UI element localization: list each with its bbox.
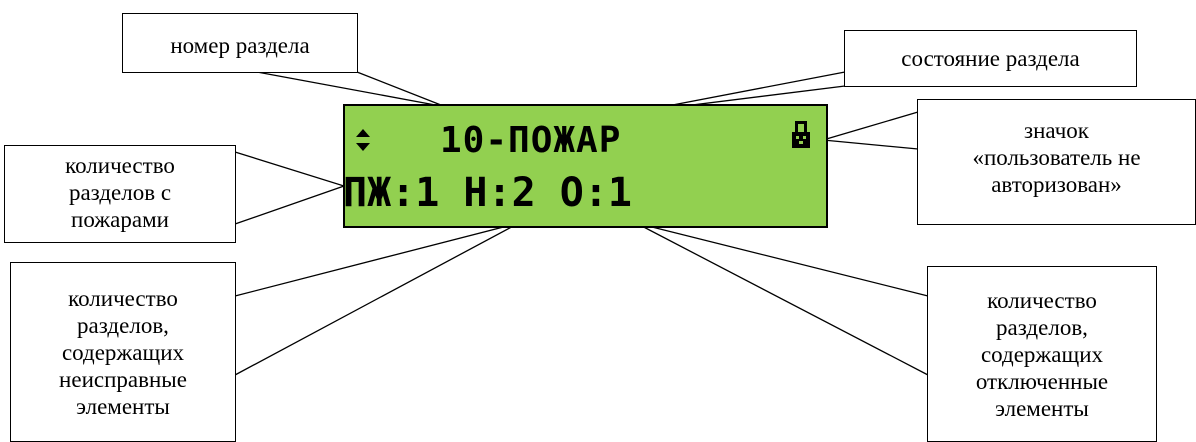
callout-text: содержащих <box>980 342 1104 367</box>
lcd-line1-text: 10-ПОЖАР <box>440 120 622 161</box>
leader-lock-icon <box>822 111 919 150</box>
callout-text: пожарами <box>71 207 169 232</box>
callout-text: авторизован» <box>991 172 1122 197</box>
callout-text: элементы <box>995 396 1089 421</box>
callout-text: количество <box>68 286 178 311</box>
leader-fire-count <box>234 151 347 225</box>
callout-text: разделов, <box>77 313 169 338</box>
callout-text: номер раздела <box>170 33 310 58</box>
callout-text: разделов с <box>68 180 172 205</box>
callout-text: отключенные <box>975 369 1109 394</box>
callout-section-state: состояние раздела <box>844 30 1137 87</box>
callout-disabled-sections-count: количество разделов, содержащих отключен… <box>927 266 1157 442</box>
lcd-line2-text: ПЖ:1 Н:2 О:1 <box>343 170 632 216</box>
leader-disabled-count <box>635 222 929 376</box>
lcd-display: 10-ПОЖАР ПЖ:1 Н:2 О:1 <box>343 104 828 228</box>
callout-text: состояние раздела <box>901 46 1080 71</box>
callout-text: разделов, <box>996 315 1088 340</box>
callout-text: количество <box>987 288 1097 313</box>
callout-text: значок <box>1024 118 1089 143</box>
callout-fire-sections-count: количество разделов с пожарами <box>4 145 236 243</box>
callout-text: элементы <box>76 394 170 419</box>
callout-text: количество <box>65 153 175 178</box>
callout-text: «пользователь не <box>972 145 1141 170</box>
callout-text: неисправные <box>59 367 187 392</box>
callout-section-number: номер раздела <box>122 13 358 73</box>
callout-user-not-authorized: значок «пользователь не авторизован» <box>917 99 1196 225</box>
lock-icon <box>792 121 810 148</box>
callout-text: содержащих <box>61 340 185 365</box>
leader-section-number <box>256 71 447 108</box>
leader-faulty-count <box>234 222 520 376</box>
callout-faulty-sections-count: количество разделов, содержащих неисправ… <box>10 262 236 442</box>
up-down-arrow-icon <box>356 129 370 151</box>
